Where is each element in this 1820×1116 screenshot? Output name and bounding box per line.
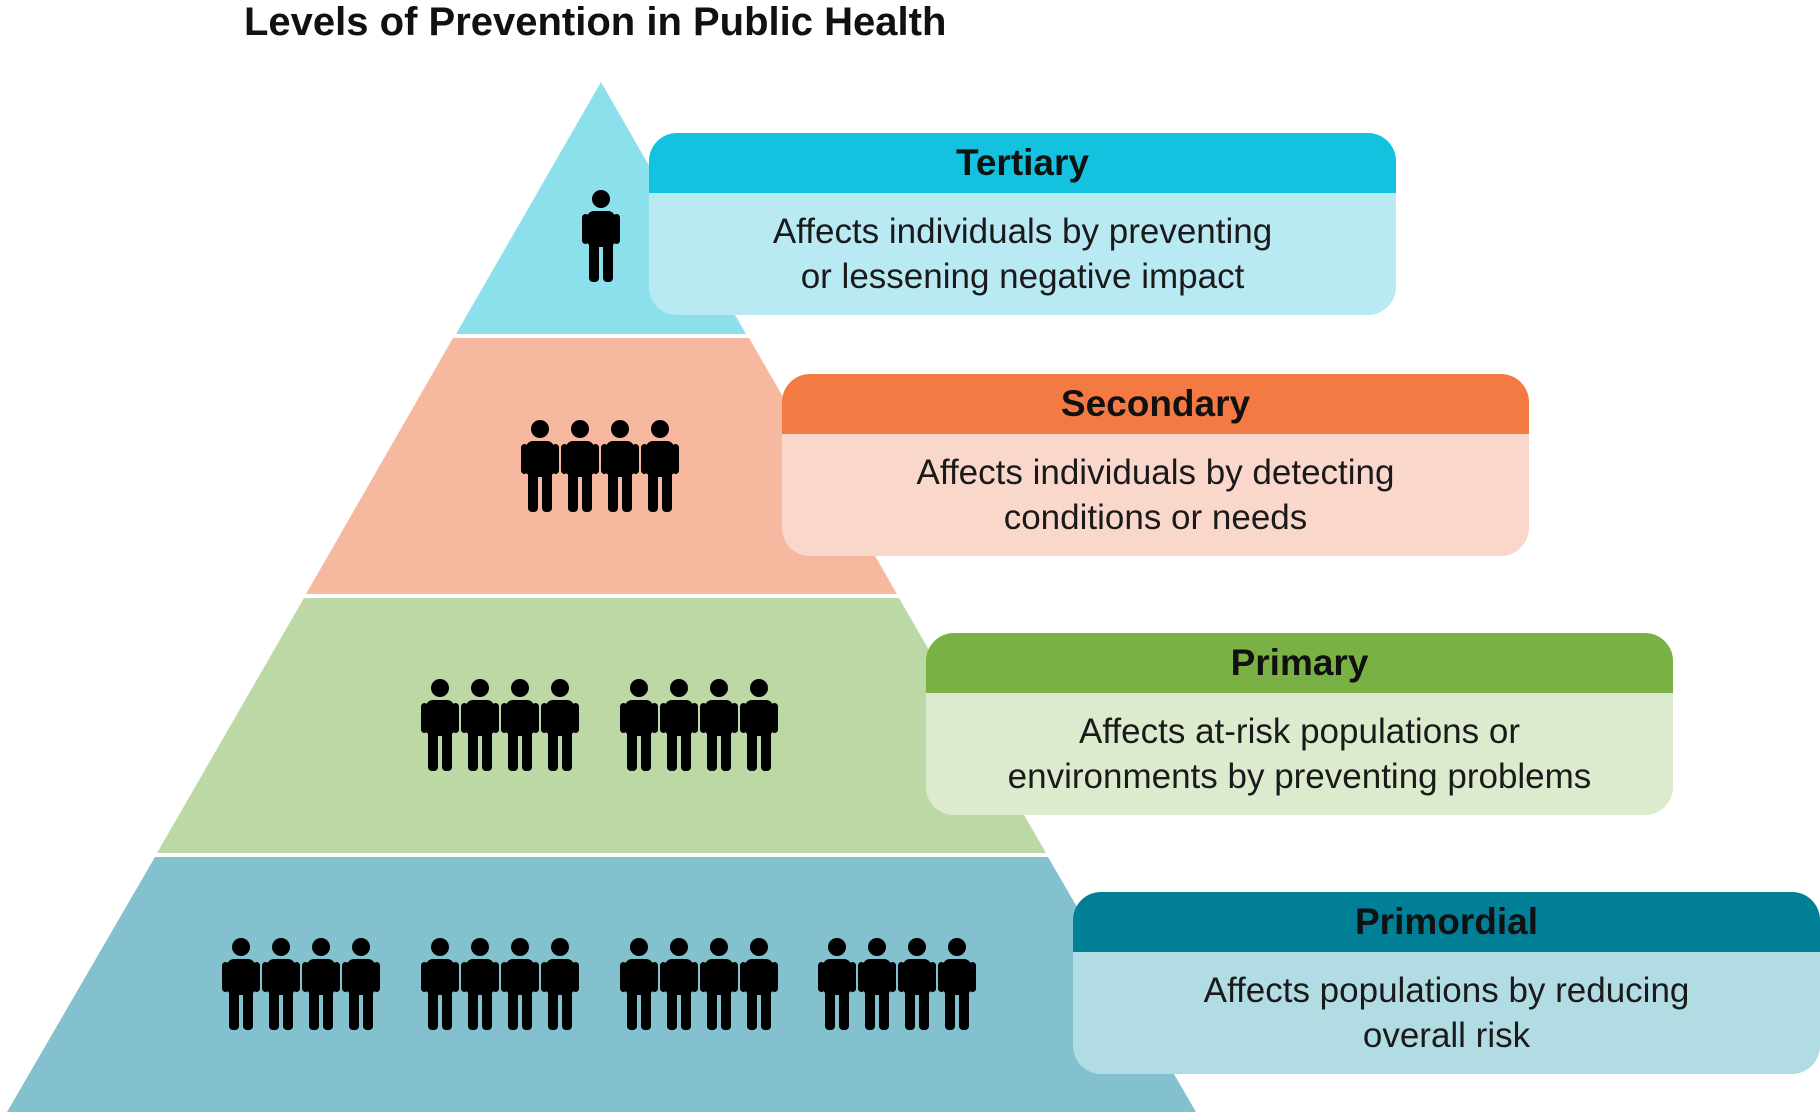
- card-primordial-description: Affects populations by reducing overall …: [1073, 952, 1820, 1074]
- pyramid-band-primordial: [7, 857, 1196, 1112]
- primary-group-1-person-icon-2: [461, 679, 499, 771]
- tertiary-person-icon: [582, 190, 620, 282]
- primordial-group-1-person-icon-1: [222, 938, 260, 1030]
- primordial-group-4-person-icon-4: [938, 938, 976, 1030]
- card-primordial: Primordial Affects populations by reduci…: [1073, 892, 1820, 1074]
- primordial-group-2-person-icon-4: [541, 938, 579, 1030]
- card-secondary-line-1: Affects individuals by detecting: [916, 453, 1395, 492]
- card-primary-description: Affects at-risk populations or environme…: [926, 693, 1673, 815]
- primary-group-1-person-icon-3: [501, 679, 539, 771]
- pyramid-band-primary: [157, 598, 1046, 853]
- card-primordial-line-2: overall risk: [1362, 1016, 1531, 1055]
- card-tertiary-line-1: Affects individuals by preventing: [772, 212, 1273, 251]
- card-primary-line-1: Affects at-risk populations or: [1079, 712, 1520, 751]
- primordial-group-3-person-icon-4: [740, 938, 778, 1030]
- card-primary: Primary Affects at-risk populations or e…: [926, 633, 1673, 815]
- diagram-title: Levels of Prevention in Public Health: [244, 0, 947, 44]
- people-icons: [222, 190, 976, 1030]
- card-primary-header: Primary: [926, 633, 1673, 693]
- primordial-group-2-person-icon-2: [461, 938, 499, 1030]
- card-tertiary: Tertiary Affects individuals by preventi…: [649, 133, 1396, 315]
- primordial-group-4-person-icon-1: [818, 938, 856, 1030]
- card-primordial-line-1: Affects populations by reducing: [1203, 971, 1690, 1010]
- card-primary-line-2: environments by preventing problems: [1007, 757, 1592, 796]
- card-primordial-header: Primordial: [1073, 892, 1820, 952]
- secondary-group-1-person-icon-1: [521, 420, 559, 512]
- primordial-group-2-person-icon-3: [501, 938, 539, 1030]
- secondary-group-1-person-icon-3: [601, 420, 639, 512]
- card-secondary: Secondary Affects individuals by detecti…: [782, 374, 1529, 556]
- primary-group-2-person-icon-2: [660, 679, 698, 771]
- primary-group-1-person-icon-4: [541, 679, 579, 771]
- card-tertiary-description: Affects individuals by preventing or les…: [649, 193, 1396, 315]
- card-tertiary-header: Tertiary: [649, 133, 1396, 193]
- primary-group-2-person-icon-4: [740, 679, 778, 771]
- primordial-group-3-person-icon-2: [660, 938, 698, 1030]
- card-tertiary-line-2: or lessening negative impact: [800, 257, 1245, 296]
- primordial-group-4-person-icon-2: [858, 938, 896, 1030]
- primary-group-2-person-icon-3: [700, 679, 738, 771]
- primordial-group-1-person-icon-4: [342, 938, 380, 1030]
- primary-group-1-person-icon-1: [421, 679, 459, 771]
- primordial-group-3-person-icon-3: [700, 938, 738, 1030]
- primordial-group-2-person-icon-1: [421, 938, 459, 1030]
- primordial-group-4-person-icon-3: [898, 938, 936, 1030]
- secondary-group-1-person-icon-4: [641, 420, 679, 512]
- card-secondary-line-2: conditions or needs: [1003, 498, 1308, 537]
- primary-group-2-person-icon-1: [620, 679, 658, 771]
- primordial-group-1-person-icon-2: [262, 938, 300, 1030]
- primordial-group-3-person-icon-1: [620, 938, 658, 1030]
- secondary-group-1-person-icon-2: [561, 420, 599, 512]
- card-secondary-description: Affects individuals by detecting conditi…: [782, 434, 1529, 556]
- card-secondary-header: Secondary: [782, 374, 1529, 434]
- primordial-group-1-person-icon-3: [302, 938, 340, 1030]
